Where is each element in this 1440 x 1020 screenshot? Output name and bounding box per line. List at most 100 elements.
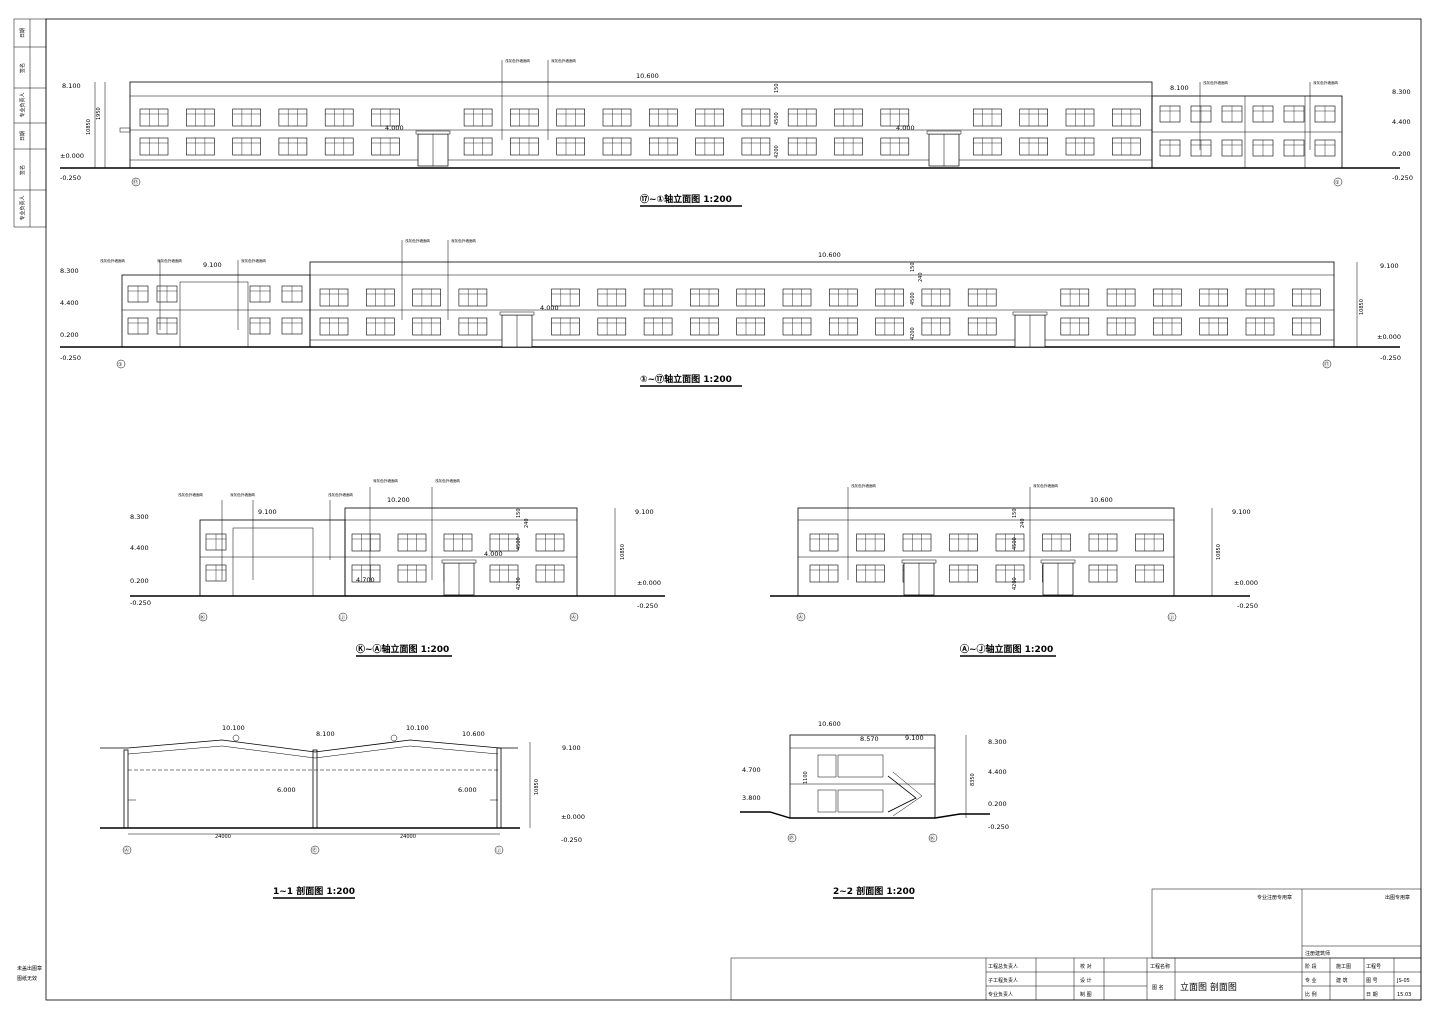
elev4-window-8 (809, 564, 839, 583)
elev4-door-2 (1040, 559, 1076, 596)
elev2-upper-window-19 (1292, 288, 1321, 307)
elev2-dim-3: 150 (910, 262, 916, 272)
tb-sign-2: 设 计 (1080, 977, 1092, 984)
elev1-upper-window-2 (232, 108, 261, 127)
elev3-dim-total: 10850 (620, 544, 626, 560)
elev1-lower-window-9 (602, 137, 632, 156)
elev4-window-14 (1088, 564, 1118, 583)
elev1-office-window-8 (1221, 139, 1243, 157)
elev3-dim-4: 240 (524, 518, 530, 528)
elev2-axis-right: ⑰ (1324, 361, 1329, 368)
elev1-axis-right: ① (1335, 180, 1340, 186)
elev1-lower-window-10 (648, 137, 678, 156)
elev1-level-10: 0.200 (1392, 150, 1411, 158)
elev2-lower-window-18 (1245, 317, 1275, 336)
elev2-level-1: 8.300 (60, 267, 79, 275)
tb-date-value: 15.03 (1397, 992, 1411, 998)
sec1-level-4: 10.600 (462, 730, 485, 738)
elev1-lower-window-4 (324, 137, 354, 156)
elev1-upper-window-1 (186, 108, 215, 127)
sec2-axis-left: Ⓟ (789, 835, 794, 842)
elev3-level-10: ±0.000 (637, 579, 661, 587)
elev4-level-3: ±0.000 (1234, 579, 1258, 587)
elev2-dim-2: 4200 (910, 327, 916, 340)
elev3-window-8 (489, 564, 519, 583)
elev2-upper-window-7 (690, 288, 719, 307)
elev1-upper-window-17 (1019, 108, 1048, 127)
left-strip-label-5: 专业负责人 (19, 195, 26, 220)
elev2-level-5: 9.100 (203, 261, 222, 269)
elev3-window-1 (397, 533, 427, 552)
elevation-1-to-17: 浅灰色外墙面砖 深灰色外墙面砖 深灰色外墙面砖 浅灰色外墙面砖 深灰色外墙面砖 … (60, 238, 1401, 387)
elev1-office-window-9 (1252, 139, 1274, 157)
elev4-dim-1: 4500 (1012, 537, 1018, 550)
elev1-note-2: 深灰色外墙面砖 (551, 58, 577, 63)
elev1-note-1: 浅灰色外墙面砖 (505, 58, 531, 63)
elev2-upper-window-11 (875, 288, 904, 307)
elev1-upper-window-4 (324, 108, 354, 127)
sec1-level-8: ±0.000 (561, 813, 585, 821)
elev1-level-6: 4.000 (896, 124, 915, 132)
left-strip-label-1: 签名 (19, 63, 26, 73)
elev1-lower-window-8 (556, 137, 586, 156)
elev1-upper-window-3 (278, 108, 308, 127)
tb-discipline-value: 建 筑 (1336, 977, 1348, 984)
elev1-dim-1: 1950 (96, 107, 102, 120)
elev1-dim-3: 4500 (774, 112, 780, 125)
elev2-lower-window-11 (875, 317, 904, 336)
elev3-note-2: 深灰色外墙面砖 (230, 492, 256, 497)
elev3-window-6 (397, 564, 427, 583)
elev1-office-window-4 (1283, 105, 1305, 123)
tb-company: 注册建筑师 (1305, 950, 1330, 957)
elev2-office-window-4 (127, 317, 149, 335)
elev1-title: ⑰~①轴立面图 1:200 (640, 193, 732, 205)
section-1-1: 10.100 8.100 10.100 10.600 9.100 6.000 6… (100, 724, 585, 899)
left-stamp-line-2: 图纸无效 (17, 975, 37, 982)
elev2-upper-window-1 (365, 288, 395, 307)
elev2-door-2 (1012, 311, 1048, 348)
elev3-dim-2: 4200 (516, 577, 522, 590)
elev1-office-window-7 (1190, 139, 1212, 157)
elev2-lower-window-3 (458, 317, 488, 336)
elev2-upper-window-8 (736, 288, 766, 307)
elev1-upper-window-16 (973, 108, 1002, 127)
elev1-upper-window-0 (139, 108, 169, 127)
elev2-office-window-6 (249, 317, 271, 335)
elev1-lower-window-12 (741, 137, 771, 156)
elev1-axis-left: ⑰ (133, 179, 138, 186)
elev2-upper-window-0 (319, 288, 349, 307)
elev4-dim-3: 150 (1012, 508, 1018, 518)
elev1-lower-window-16 (973, 137, 1002, 156)
elev1-level-5: 4.000 (385, 124, 404, 132)
sec2-level-9: -0.250 (988, 823, 1009, 831)
sec1-level-9: -0.250 (561, 836, 582, 844)
elev1-upper-window-6 (463, 108, 493, 127)
elev1-dim-4: 4200 (774, 145, 780, 158)
elev1-office-window-5 (1314, 105, 1336, 123)
sec1-axis-2: Ⓔ (312, 847, 317, 854)
elev1-upper-window-9 (602, 108, 632, 127)
elev2-lower-window-1 (365, 317, 395, 336)
elev1-office-window-1 (1190, 105, 1212, 123)
elev3-dim-3: 150 (516, 508, 522, 518)
sec2-title: 2~2 剖面图 1:200 (833, 885, 915, 897)
section-2-2: 10.600 8.570 9.100 4.700 3.800 8.300 4.4… (740, 720, 1009, 899)
elev2-note-4: 浅灰色外墙面砖 (405, 238, 431, 243)
elev4-door-1 (901, 559, 937, 596)
elev1-note-4: 深灰色外墙面砖 (1313, 80, 1339, 85)
tb-role-2: 子工程负责人 (988, 977, 1018, 984)
elev1-lower-window-6 (463, 137, 493, 156)
elev2-lower-window-2 (412, 317, 441, 336)
left-stamp-line-1: 未盖出图章 (17, 965, 42, 972)
elev2-level-6: 10.600 (818, 251, 841, 259)
left-stamp-note: 未盖出图章 图纸无效 (17, 965, 42, 982)
elev2-note-1: 浅灰色外墙面砖 (100, 258, 126, 263)
elev1-door-2 (926, 130, 962, 167)
sec1-level-5: 9.100 (562, 744, 581, 752)
elev2-lower-window-0 (319, 317, 349, 336)
elev2-axis-left: ① (118, 362, 123, 368)
elev2-note-3: 深灰色外墙面砖 (241, 258, 267, 263)
elev3-level-11: -0.250 (637, 602, 658, 610)
sheet-border (45, 18, 1422, 1001)
